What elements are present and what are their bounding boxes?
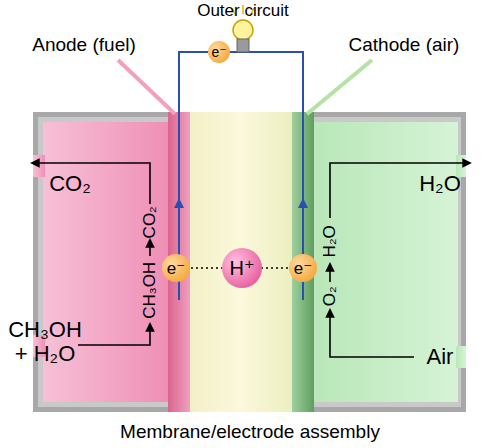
channel-label: CO₂ (141, 206, 160, 238)
anode-label: Anode (fuel) (32, 35, 136, 56)
cathode-leader (307, 60, 372, 114)
electron-circle: e⁻ (162, 254, 190, 282)
node-text: e⁻ (294, 258, 312, 279)
node-text: e⁻ (211, 44, 226, 60)
inlet-label: CH₃OH + H₂O (3, 318, 87, 366)
channel-label: CH₃OH (141, 262, 160, 319)
flow-arrows (32, 163, 470, 357)
proton-circle: H⁺ (222, 248, 262, 288)
node-text: H⁺ (230, 256, 255, 280)
inlet-label: Air (427, 345, 454, 369)
membrane (190, 112, 292, 412)
channel-label: H₂O (321, 225, 340, 257)
circuit-label: Outer circuit (197, 2, 289, 21)
electron-circle: e⁻ (208, 41, 230, 63)
outlet-label: H₂O (419, 172, 461, 196)
outlet-label: CO₂ (49, 172, 91, 196)
outer-wire (179, 52, 303, 300)
anode-leader (118, 60, 175, 114)
electron-circle: e⁻ (289, 254, 317, 282)
assembly-label: Membrane/electrode assembly (120, 422, 380, 443)
node-text: e⁻ (167, 258, 185, 279)
channel-label: O₂ (321, 286, 340, 306)
cathode-label: Cathode (air) (349, 35, 460, 56)
housing (33, 112, 466, 412)
